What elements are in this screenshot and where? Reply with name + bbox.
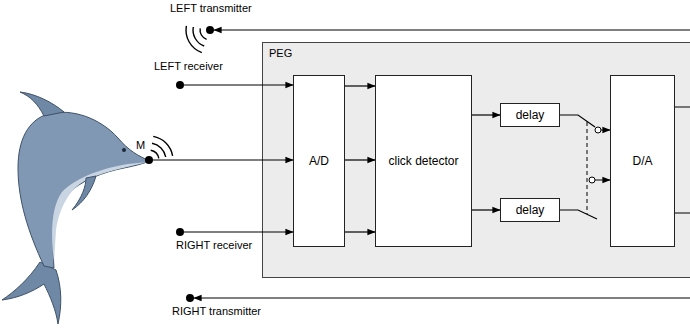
- signal-arrow: [472, 209, 500, 210]
- block-label: D/A: [632, 154, 652, 168]
- receiver-dot: RIGHT receiver: [176, 228, 184, 236]
- receiver-dot: LEFT receiver: [176, 81, 184, 89]
- dolphin-illustration: [2, 92, 150, 324]
- dolphin-eye: [122, 148, 126, 152]
- switch-contact: [589, 177, 595, 183]
- dorsal-fin: [20, 92, 64, 116]
- signal-arrow: [560, 115, 610, 130]
- click-wave: [153, 136, 172, 155]
- converter-box: A/D: [293, 75, 345, 247]
- signal-arrow: [184, 231, 293, 232]
- delay-box: delay: [500, 103, 560, 127]
- signal-label: LEFT transmitter: [170, 2, 252, 15]
- signal-arrow: [184, 84, 293, 85]
- sound-waves: [151, 26, 207, 159]
- transmitter-dot: RIGHT transmitter: [186, 294, 194, 302]
- dolphin-body: [18, 112, 150, 268]
- microphone-dot: M: [145, 156, 153, 164]
- click-wave: [152, 143, 166, 157]
- converter-box: D/A: [610, 75, 675, 247]
- signal-label: M: [136, 139, 145, 152]
- transmitter-dot: LEFT transmitter: [206, 26, 214, 34]
- signal-arrow: [345, 159, 375, 160]
- signal-arrow: [153, 159, 293, 160]
- delay-box: delay: [500, 198, 560, 222]
- switch-contact: [595, 127, 601, 133]
- transmit-wave: [186, 26, 202, 53]
- signal-arrow: [194, 213, 690, 298]
- unit-label: PEG: [269, 47, 292, 60]
- switch-gang: [587, 122, 588, 214]
- signal-label: RIGHT transmitter: [172, 305, 261, 318]
- detector-box: click detector: [375, 75, 472, 247]
- signal-arrow: [345, 231, 375, 232]
- signal-label: LEFT receiver: [154, 60, 223, 73]
- block-label: A/D: [309, 154, 329, 168]
- signal-arrow: [560, 180, 610, 219]
- transmit-wave: [193, 27, 204, 46]
- block-label: delay: [516, 108, 545, 122]
- signal-label: RIGHT receiver: [176, 239, 252, 252]
- switch-symbol: [587, 122, 601, 214]
- signal-arrow: [472, 114, 500, 115]
- block-label: click detector: [388, 154, 458, 168]
- pectoral-flipper: [72, 176, 96, 210]
- dolphin-belly: [52, 162, 148, 262]
- signal-arrow: [214, 30, 690, 107]
- block-label: delay: [516, 203, 545, 217]
- peg-unit: PEGA/Dclick detectordelaydelayD/A: [262, 42, 690, 278]
- signal-arrow: [345, 85, 375, 86]
- dolphin-tail: [2, 262, 61, 324]
